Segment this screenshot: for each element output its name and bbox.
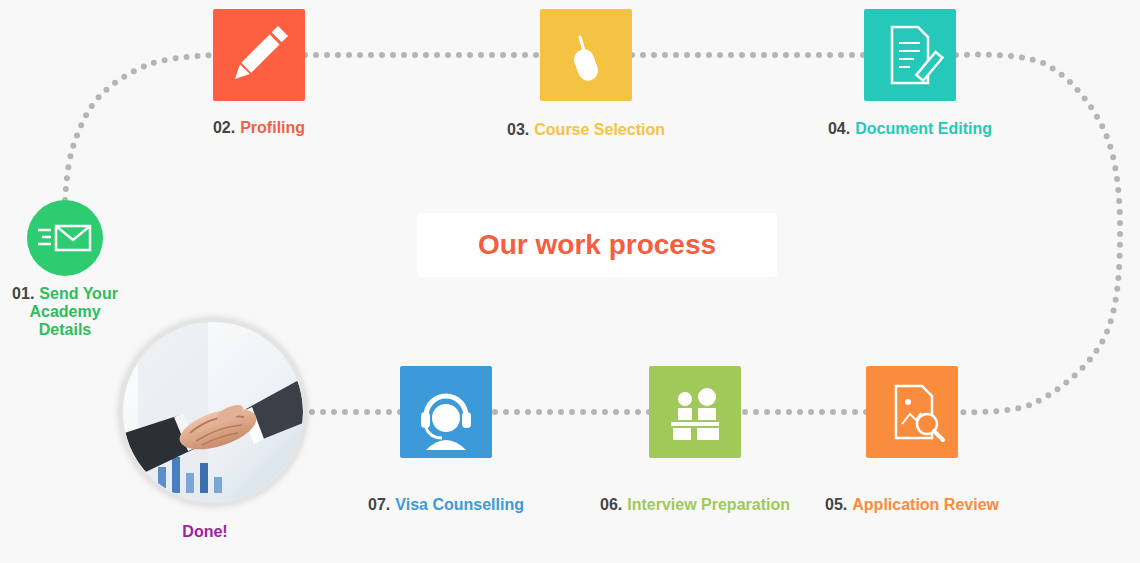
icon-part: [698, 408, 716, 420]
step-title: Application Review: [852, 496, 999, 513]
step-number: 05.: [825, 496, 847, 513]
step-icon: [540, 9, 632, 101]
icon-part: [934, 431, 943, 440]
icon-part: [272, 26, 288, 42]
step-box: 02.Profiling: [213, 9, 305, 101]
icon-part: [678, 392, 692, 406]
dotted-connector: [308, 409, 400, 415]
step-number: 03.: [507, 121, 529, 138]
icon-part: [462, 412, 471, 428]
step-number: 02.: [213, 119, 235, 136]
diagram-title: Our work process: [478, 229, 716, 261]
step-title: Course Selection: [534, 121, 665, 138]
handshake-photo: [118, 317, 308, 507]
dotted-connector: [305, 52, 540, 58]
icon-part: [230, 64, 250, 84]
step-box: 04.Document Editing: [864, 9, 956, 101]
icon-part: [678, 408, 692, 420]
step-label: Done!: [182, 523, 227, 541]
icon-part: [38, 243, 51, 246]
step-label: 07. Visa Counselling: [368, 496, 524, 514]
icon-part: [42, 236, 51, 239]
icon-part: [899, 42, 920, 44]
step-circle: 01.Send Your Academy Details: [27, 200, 103, 276]
step-title: Send Your Academy Details: [29, 285, 117, 338]
step-number: 04.: [828, 120, 850, 137]
dotted-connector: [492, 409, 649, 415]
icon-part: [580, 37, 584, 51]
step-title: Visa Counselling: [395, 496, 524, 513]
icon-part: [671, 422, 719, 426]
step-label: 06. Interview Preparation: [600, 496, 790, 514]
dotted-connector: [956, 55, 1120, 413]
dotted-connector: [632, 52, 864, 58]
icon-part: [426, 428, 442, 438]
step-label: 03. Course Selection: [507, 121, 665, 139]
step-box: 07.Visa Counselling: [400, 366, 492, 458]
title-box: Our work process: [417, 213, 777, 277]
step-title: Done!: [182, 523, 227, 540]
icon-part: [571, 47, 601, 84]
icon-part: [697, 428, 719, 440]
step-label: 04. Document Editing: [828, 120, 992, 138]
step-label: 01.Send Your Academy Details: [1, 285, 129, 339]
step-label: 02. Profiling: [213, 119, 305, 137]
step-icon: [27, 200, 103, 276]
icon-part: [899, 58, 914, 60]
step-label: 05. Application Review: [825, 496, 999, 514]
step-circle: Done!: [118, 317, 308, 507]
icon-part: [916, 52, 942, 81]
step-icon: [400, 366, 492, 458]
icon-part: [421, 412, 430, 428]
dotted-connector: [65, 55, 213, 200]
step-number: 07.: [368, 496, 390, 513]
step-number: 06.: [600, 496, 622, 513]
step-icon: [649, 366, 741, 458]
icon-part: [426, 440, 466, 450]
step-icon: [864, 9, 956, 101]
step-number: 01.: [12, 285, 34, 302]
icon-part: [241, 34, 279, 72]
icon-part: [698, 388, 716, 406]
icon-part: [56, 226, 90, 250]
icon-part: [38, 229, 51, 232]
step-box: 03.Course Selection: [540, 9, 632, 101]
icon-part: [905, 399, 911, 405]
step-title: Document Editing: [855, 120, 992, 137]
step-box: 05.Application Review: [866, 366, 958, 458]
icon-part: [673, 428, 691, 440]
step-icon: [213, 9, 305, 101]
step-title: Interview Preparation: [627, 496, 790, 513]
dotted-connector: [741, 409, 866, 415]
step-title: Profiling: [240, 119, 305, 136]
icon-part: [899, 50, 920, 52]
step-icon: [866, 366, 958, 458]
icon-part: [432, 404, 460, 432]
photo-content: [118, 317, 308, 507]
step-box: 06.Interview Preparation: [649, 366, 741, 458]
icon-part: [56, 226, 90, 240]
icon-part: [899, 66, 910, 68]
